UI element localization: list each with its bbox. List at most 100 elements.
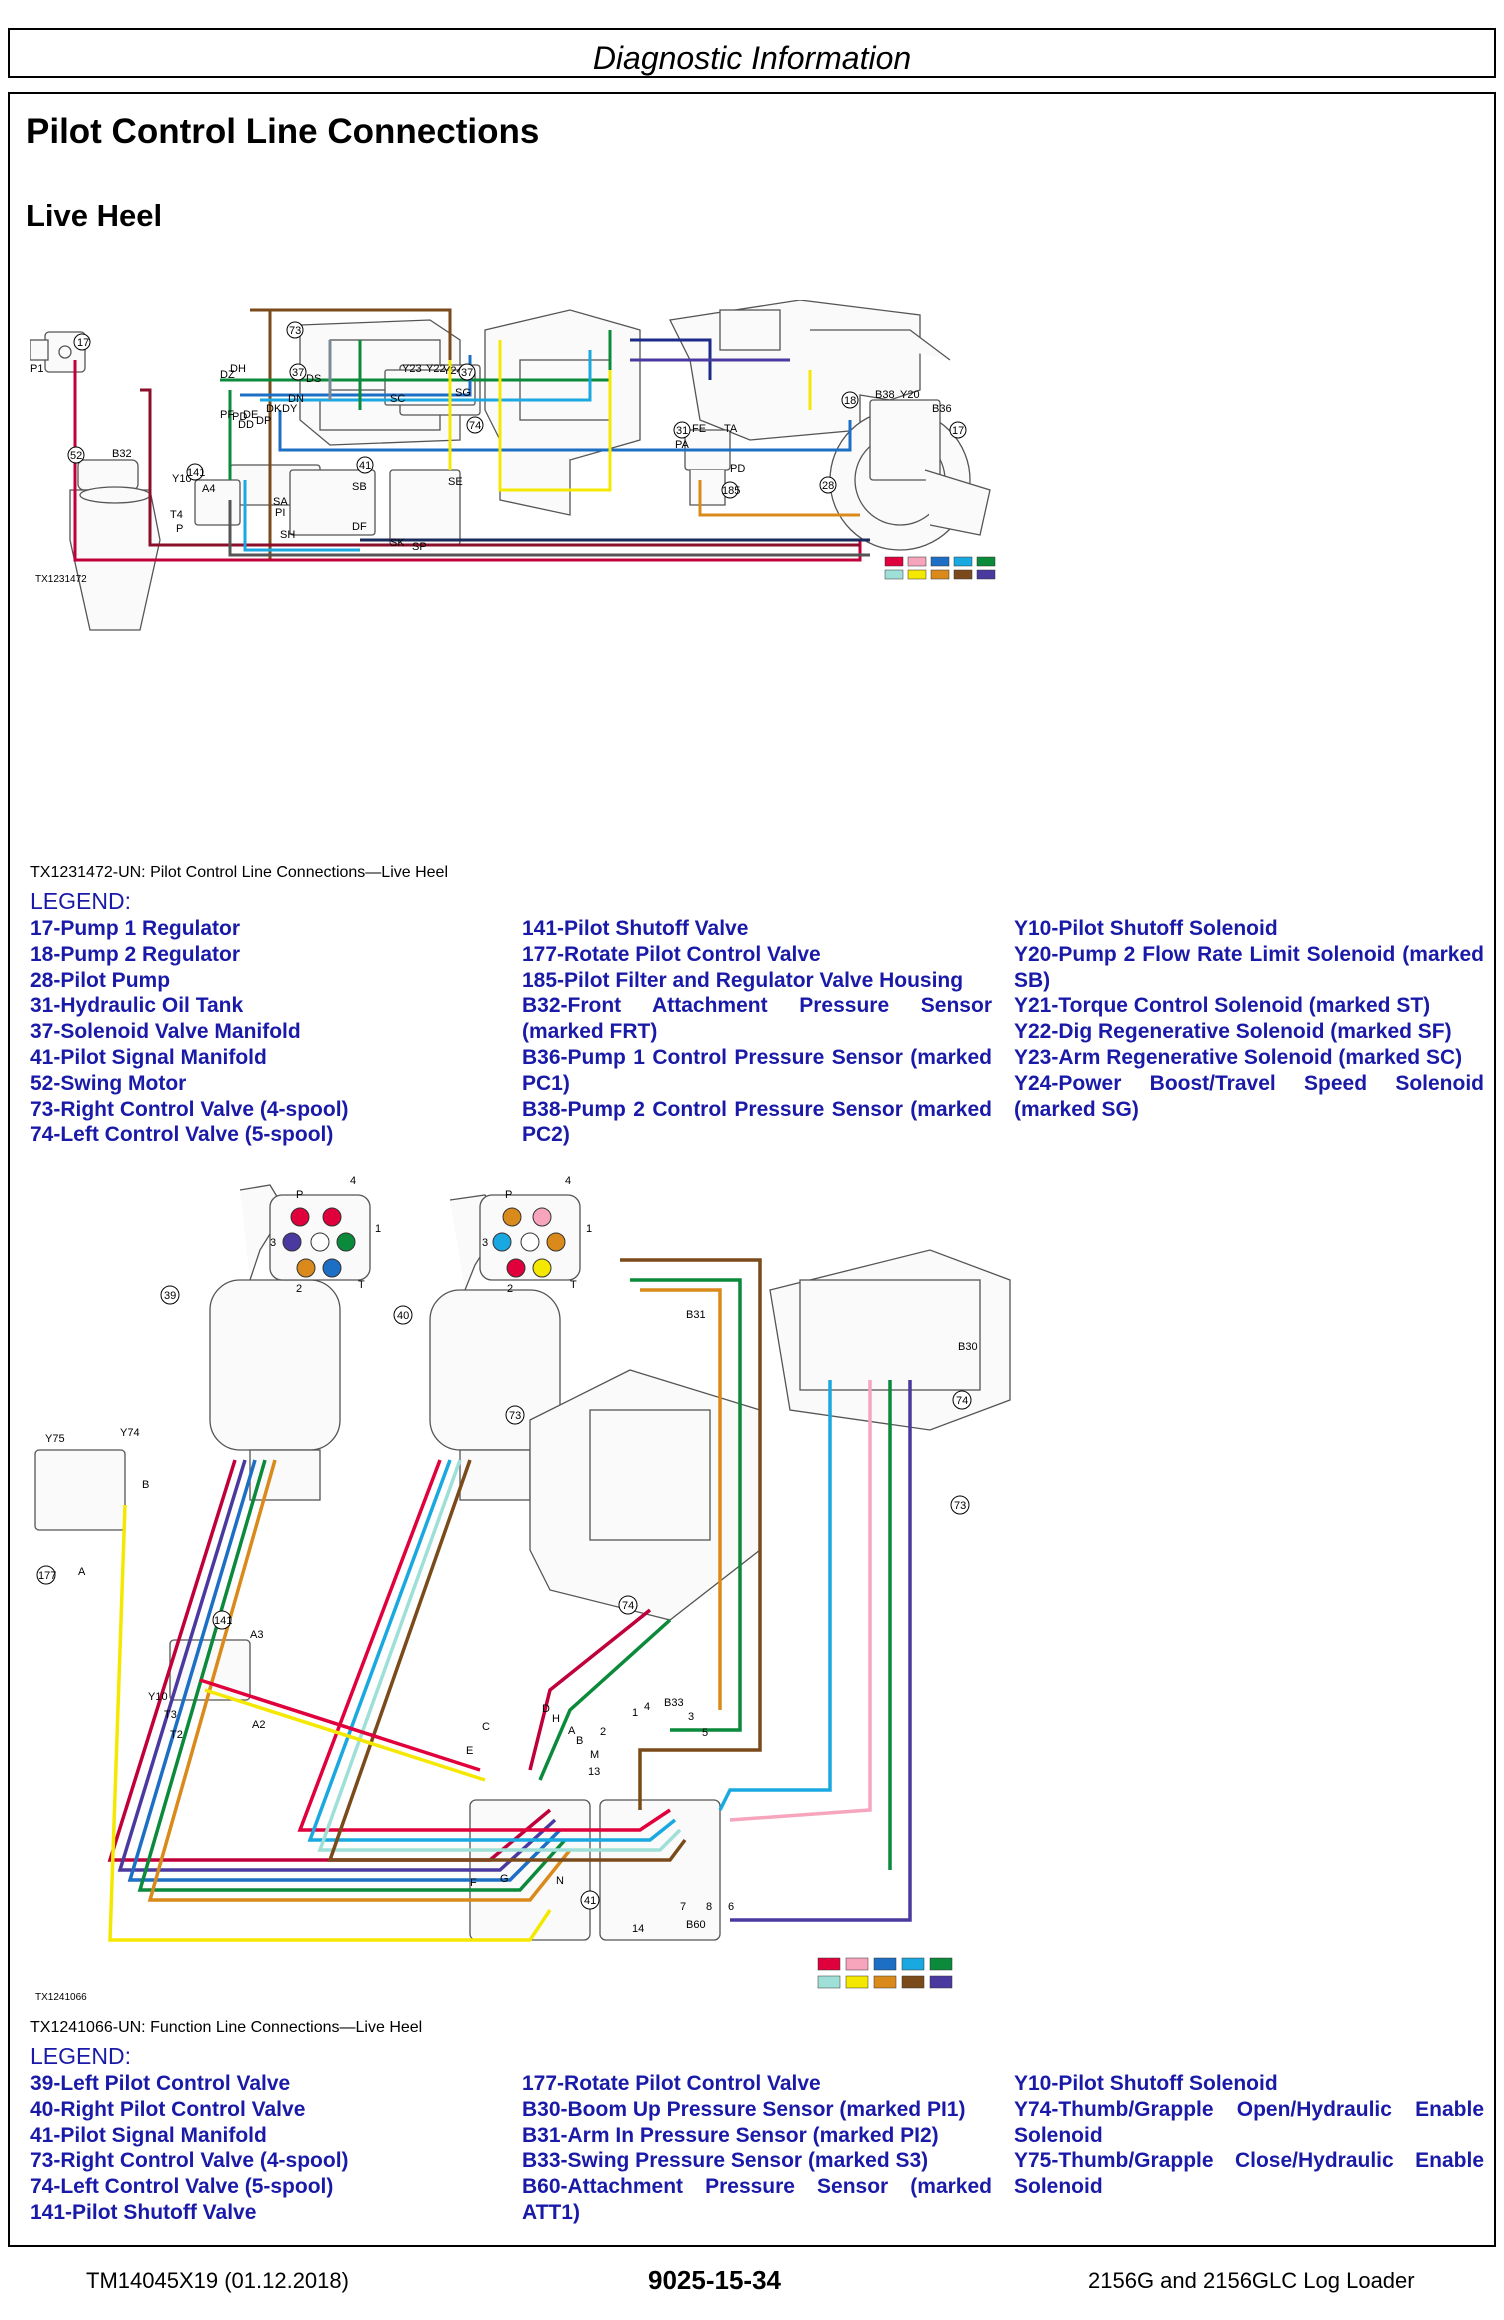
callout-y23: Y23 — [402, 363, 422, 375]
legend-item: Y75-Thumb/Grapple Close/Hydraulic Enable… — [1014, 2149, 1484, 2199]
callout-1-right: 1 — [586, 1223, 592, 1235]
callout-1-m: 1 — [632, 1707, 638, 1719]
callout-e: E — [466, 1745, 473, 1757]
pilot-control-diagram: 17 P1 52 B32 73 74 31 18 B38 Y20 B36 17 … — [30, 300, 996, 631]
legend-item: 177-Rotate Pilot Control Valve — [522, 2072, 821, 2095]
callout-c: C — [482, 1721, 490, 1733]
callout-dz: DZ — [220, 369, 235, 381]
callout-dk: DK — [266, 403, 282, 415]
legend-item: 73-Right Control Valve (4-spool) — [30, 2149, 349, 2173]
callout-dh: DH — [230, 363, 246, 375]
callout-a2: A2 — [252, 1719, 265, 1731]
legend-item: Y21-Torque Control Solenoid (marked ST) — [1014, 994, 1431, 1018]
section-title: Pilot Control Line Connections — [26, 112, 540, 151]
callout-4-left: 4 — [350, 1175, 356, 1187]
legend-item: Y10-Pilot Shutoff Solenoid — [1014, 2072, 1278, 2095]
figure2-legend-title: LEGEND: — [30, 2043, 131, 2069]
callout-1-left: 1 — [375, 1223, 381, 1235]
callout-3-m: 3 — [688, 1711, 694, 1723]
figure2-id: TX1241066 — [35, 1992, 87, 2003]
callout-t3: T3 — [164, 1709, 177, 1721]
function-line-diagram: P 4 3 1 2 T P 4 3 1 2 T 39 40 Y75 Y74 B … — [34, 1175, 1011, 2003]
callout-39: 39 — [164, 1290, 176, 1302]
callout-8: 8 — [706, 1901, 712, 1913]
callout-28: 28 — [822, 480, 834, 492]
callout-41: 41 — [359, 460, 371, 472]
callout-74: 74 — [469, 420, 481, 432]
callout-p1: P1 — [30, 363, 43, 375]
callout-dd: DD — [238, 419, 254, 431]
callout-pf: PF — [220, 409, 234, 421]
callout-b-m: B — [576, 1735, 583, 1747]
callout-d: D — [542, 1703, 550, 1715]
legend-item: 31-Hydraulic Oil Tank — [30, 994, 244, 1018]
legend-item: B31-Arm In Pressure Sensor (marked PI2) — [522, 2123, 939, 2147]
figure2-legend-col2: 177-Rotate Pilot Control Valve B30-Boom … — [522, 2071, 992, 2226]
callout-a: A — [78, 1566, 86, 1578]
callout-sp: SP — [412, 541, 427, 553]
callout-31: 31 — [676, 425, 688, 437]
legend-item: 28-Pilot Pump — [30, 968, 171, 992]
legend-item: 74-Left Control Valve (5-spool) — [30, 2175, 334, 2199]
legend-item: B33-Swing Pressure Sensor (marked S3) — [522, 2149, 929, 2173]
callout-14: 14 — [632, 1923, 644, 1935]
callout-37c: 37 — [292, 367, 304, 379]
callout-7: 7 — [680, 1901, 686, 1913]
figure2-legend-col1: 39-Left Pilot Control Valve 40-Right Pil… — [30, 2071, 500, 2226]
subsection-title: Live Heel — [26, 198, 163, 233]
callout-pd: PD — [730, 463, 745, 475]
callout-pi: PI — [275, 507, 285, 519]
callout-13: 13 — [588, 1766, 600, 1778]
legend-item: 141-Pilot Shutoff Valve — [30, 2200, 257, 2224]
callout-dn: DN — [288, 393, 304, 405]
legend-item: 41-Pilot Signal Manifold — [30, 1045, 267, 1069]
callout-b38: B38 — [875, 389, 895, 401]
callout-y24: Y24 — [443, 365, 463, 377]
callout-37: 37 — [461, 367, 473, 379]
color-key — [884, 556, 996, 580]
legend-item: Y10-Pilot Shutoff Solenoid — [1014, 917, 1278, 940]
callout-ta: TA — [724, 423, 738, 435]
legend-item: Y23-Arm Regenerative Solenoid (marked SC… — [1014, 1045, 1463, 1069]
figure1-id: TX1231472 — [35, 574, 87, 585]
callout-74c: 74 — [956, 1395, 968, 1407]
callout-p: P — [176, 523, 183, 535]
callout-b30: B30 — [958, 1341, 978, 1353]
callout-18: 18 — [844, 395, 856, 407]
legend-item: 73-Right Control Valve (4-spool) — [30, 1097, 349, 1121]
figure1-caption: TX1231472-UN: Pilot Control Line Connect… — [30, 864, 448, 881]
legend-item: B32-Front Attachment Pressure Sensor (ma… — [522, 994, 992, 1044]
legend-item: B30-Boom Up Pressure Sensor (marked PI1) — [522, 2097, 966, 2121]
callout-b36: B36 — [932, 403, 952, 415]
page-header-title: Diagnostic Information — [592, 40, 912, 76]
callout-73c: 73 — [954, 1500, 966, 1512]
callout-df: DF — [352, 521, 367, 533]
callout-n: N — [556, 1875, 564, 1887]
legend-item: Y22-Dig Regenerative Solenoid (marked SF… — [1014, 1020, 1452, 1044]
callout-p-right: P — [505, 1189, 512, 1201]
callout-3-right: 3 — [482, 1237, 488, 1249]
figure1-legend-col2: 141-Pilot Shutoff Valve 177-Rotate Pilot… — [522, 916, 992, 1148]
callout-y20: Y20 — [900, 389, 920, 401]
legend-item: 141-Pilot Shutoff Valve — [522, 917, 749, 940]
callout-de: DE — [243, 409, 258, 421]
legend-item: 185-Pilot Filter and Regulator Valve Hou… — [522, 968, 964, 992]
callout-g: G — [500, 1873, 509, 1885]
legend-item: 177-Rotate Pilot Control Valve — [522, 942, 821, 966]
callout-3-left: 3 — [270, 1237, 276, 1249]
callout-p-left: P — [296, 1189, 303, 1201]
callout-41b: 41 — [584, 1895, 596, 1907]
callout-a4: A4 — [202, 483, 215, 495]
callout-m: M — [590, 1749, 599, 1761]
callout-t-right: T — [570, 1279, 577, 1291]
legend-item: B36-Pump 1 Control Pressure Sensor (mark… — [522, 1045, 992, 1095]
legend-item: 41-Pilot Signal Manifold — [30, 2123, 267, 2147]
callout-dy: DY — [282, 403, 298, 415]
callout-2-m: 2 — [600, 1726, 606, 1738]
page-header: Diagnostic Information — [8, 28, 1496, 78]
callout-y10b: Y10 — [148, 1691, 168, 1703]
callout-5-m: 5 — [702, 1727, 708, 1739]
callout-t4: T4 — [170, 509, 183, 521]
callout-fe: FE — [692, 423, 706, 435]
callout-177: 177 — [38, 1570, 56, 1582]
